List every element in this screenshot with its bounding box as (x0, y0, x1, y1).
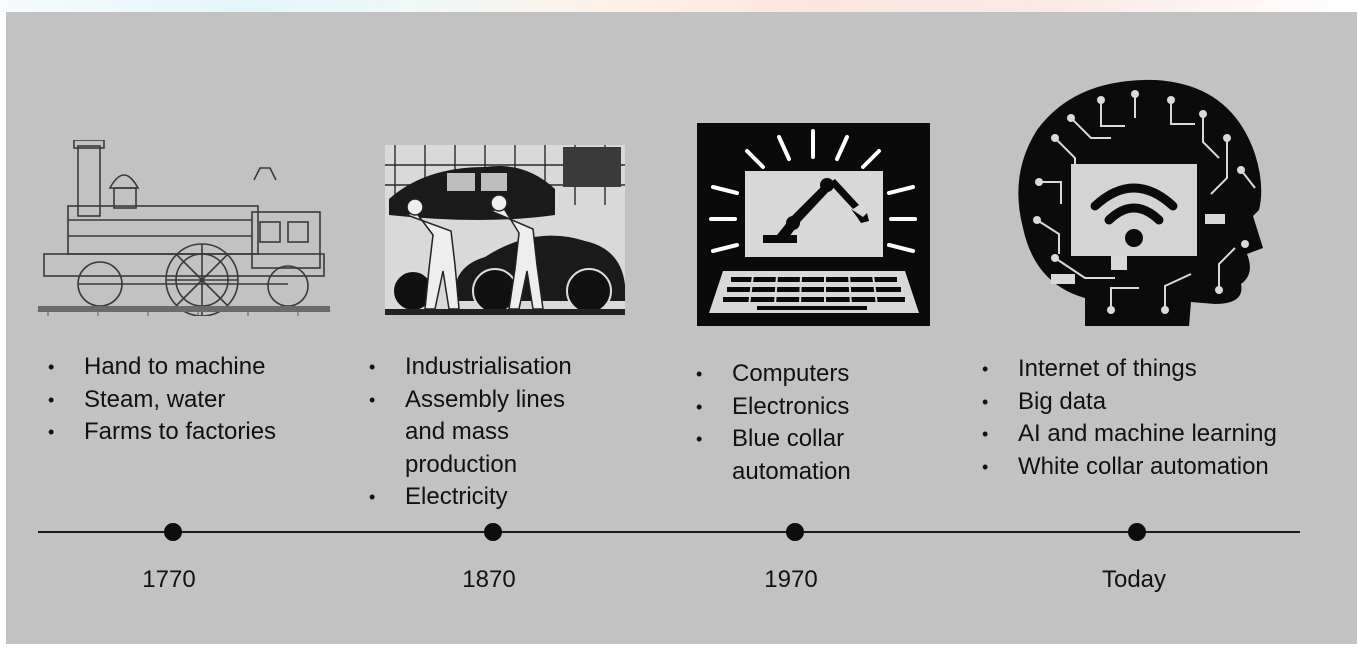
era-1870-bullet-2: Assembly lines and mass production (365, 384, 585, 482)
era-1970-bullet-list: Computers Electronics Blue collar automa… (692, 358, 932, 488)
circuit-head-wifi-icon (1018, 79, 1263, 326)
top-decorative-strip (0, 0, 1363, 12)
era-today-bullet-3: AI and machine learning (978, 418, 1358, 451)
era-1970-bullet-2: Electronics (692, 391, 932, 424)
era-1770-bullet-3: Farms to factories (44, 416, 354, 449)
timeline-marker-today (1128, 523, 1146, 541)
assembly-line-car-illustration (385, 145, 625, 315)
era-1870-bullet-3: Electricity (365, 481, 655, 514)
timeline-marker-1770 (164, 523, 182, 541)
timeline-marker-1870 (484, 523, 502, 541)
year-label-today: Today (1101, 566, 1167, 593)
timeline-axis (38, 531, 1300, 533)
timeline-marker-1970 (786, 523, 804, 541)
era-1770-bullet-list: Hand to machine Steam, water Farms to fa… (44, 351, 354, 449)
era-today-bullet-4: White collar automation (978, 451, 1358, 484)
era-today-bullet-2: Big data (978, 386, 1358, 419)
year-label-1870: 1870 (462, 566, 516, 593)
steam-locomotive-illustration (38, 140, 330, 316)
era-today-bullet-1: Internet of things (978, 353, 1358, 386)
year-label-1970: 1970 (764, 566, 818, 593)
era-1770-bullet-2: Steam, water (44, 384, 354, 417)
era-today-bullet-list: Internet of things Big data AI and machi… (978, 353, 1358, 483)
era-1970-bullet-1: Computers (692, 358, 932, 391)
era-1970-bullet-3: Blue collar automation (692, 423, 882, 488)
year-label-1770: 1770 (142, 566, 196, 593)
era-1870-bullet-list: Industrialisation Assembly lines and mas… (365, 351, 655, 514)
era-1870-bullet-1: Industrialisation (365, 351, 655, 384)
computer-robot-arm-icon (697, 123, 930, 326)
era-1770-bullet-1: Hand to machine (44, 351, 354, 384)
